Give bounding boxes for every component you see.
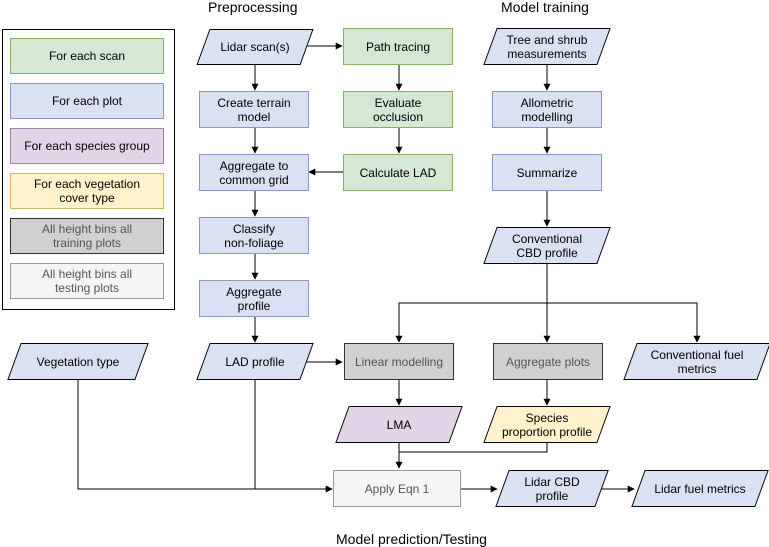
legend-item-training: All height bins all training plots <box>10 218 164 254</box>
node-aggregate-grid: Aggregate to common grid <box>199 154 309 191</box>
node-lidar-cbd-profile: Lidar CBD profile <box>495 470 609 507</box>
legend-item-species: For each species group <box>10 128 164 164</box>
header-preprocessing: Preprocessing <box>208 0 298 15</box>
legend-item-vegetation: For each vegetation cover type <box>10 173 164 209</box>
node-lidar-scans: Lidar scan(s) <box>196 29 314 65</box>
legend-item-scan: For each scan <box>10 38 164 74</box>
header-model-prediction: Model prediction/Testing <box>336 531 487 547</box>
node-aggregate-plots: Aggregate plots <box>493 343 603 380</box>
node-conventional-fuel-metrics: Conventional fuel metrics <box>623 343 769 380</box>
node-tree-shrub-measurements: Tree and shrub measurements <box>483 28 611 65</box>
edge-cbd-to-fuel <box>547 302 701 343</box>
node-lidar-fuel-metrics: Lidar fuel metrics <box>631 470 769 507</box>
node-allometric-modelling: Allometric modelling <box>492 91 602 128</box>
node-apply-eqn-1: Apply Eqn 1 <box>333 470 461 507</box>
node-classify-non-foliage: Classify non-foliage <box>199 217 309 254</box>
node-linear-modelling: Linear modelling <box>344 343 454 380</box>
node-summarize: Summarize <box>492 154 602 191</box>
edge-cbd-branch <box>395 264 548 343</box>
node-lma: LMA <box>335 406 463 443</box>
node-evaluate-occlusion: Evaluate occlusion <box>343 91 453 128</box>
node-path-tracing: Path tracing <box>343 28 453 65</box>
node-create-terrain: Create terrain model <box>199 91 309 128</box>
header-model-training: Model training <box>501 0 589 15</box>
node-vegetation-type: Vegetation type <box>7 343 149 380</box>
edge-species-to-apply <box>399 443 548 453</box>
node-lad-profile: LAD profile <box>196 343 314 380</box>
node-aggregate-profile: Aggregate profile <box>199 280 309 317</box>
legend-item-testing: All height bins all testing plots <box>10 263 164 299</box>
edge-veg-to-apply <box>77 380 333 493</box>
node-conventional-cbd-profile: Conventional CBD profile <box>483 227 611 264</box>
node-calculate-lad: Calculate LAD <box>343 154 453 191</box>
legend-item-plot: For each plot <box>10 83 164 119</box>
node-species-proportion-profile: Species proportion profile <box>483 406 611 443</box>
